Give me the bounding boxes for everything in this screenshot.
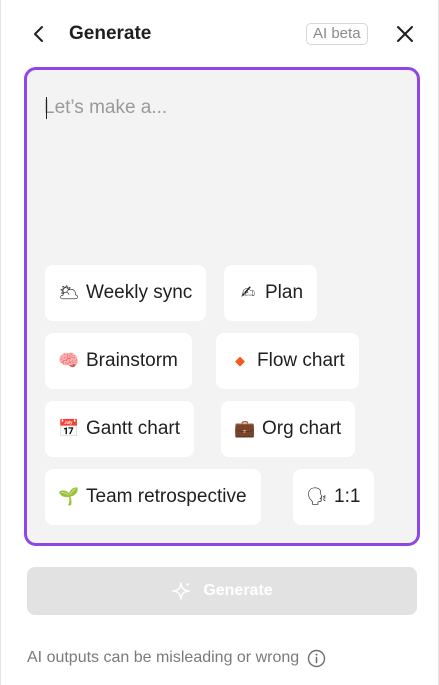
disclaimer: AI outputs can be misleading or wrong [27,646,326,670]
disclaimer-text: AI outputs can be misleading or wrong [27,649,300,666]
panel-header: Generate AI beta [1,14,439,54]
template-chip-weekly-sync[interactable]: 🌥 Weekly sync [45,265,207,321]
chevron-left-icon [34,26,43,42]
template-chip-flow-chart[interactable]: ◆ Flow chart [216,333,359,389]
sparkle-icon [171,581,191,601]
template-chip-team-retrospective[interactable]: 🌱 Team retrospective [45,469,261,525]
cloud-sun-icon: 🌥 [58,283,80,302]
generate-button[interactable]: Generate [27,567,417,615]
back-button[interactable] [27,22,51,46]
seedling-icon: 🌱 [58,487,80,506]
page-title: Generate [69,23,152,44]
template-chip-brainstorm[interactable]: 🧠 Brainstorm [45,333,192,389]
prompt-box: 🌥 Weekly sync ✍ Plan 🧠 Brainstorm ◆ Flow… [24,67,420,546]
template-chip-label: Team retrospective [86,486,247,507]
writing-hand-icon: ✍ [240,283,256,302]
close-icon [397,26,413,42]
close-button[interactable] [393,22,417,46]
calendar-icon: 📅 [58,419,80,438]
briefcase-icon: 💼 [234,419,256,438]
generate-button-label: Generate [203,582,273,599]
template-chip-one-on-one[interactable]: 🗣 1:1 [293,469,375,525]
brain-icon: 🧠 [58,351,80,370]
template-chip-label: Flow chart [257,350,345,371]
template-chip-label: Plan [265,282,304,303]
template-chip-label: Org chart [262,418,342,439]
speaking-head-icon: 🗣 [306,487,328,506]
template-chip-label: Gantt chart [86,418,180,439]
template-chip-label: Weekly sync [86,282,193,303]
prompt-input[interactable] [44,92,394,124]
info-icon[interactable] [307,649,326,668]
ai-beta-badge: AI beta [306,23,368,45]
template-chip-org-chart[interactable]: 💼 Org chart [221,401,356,457]
orange-diamond-icon: ◆ [235,353,245,368]
text-caret [46,97,47,119]
template-chip-plan[interactable]: ✍ Plan [224,265,318,321]
template-chip-gantt-chart[interactable]: 📅 Gantt chart [45,401,194,457]
template-chip-label: 1:1 [334,486,361,507]
template-chip-label: Brainstorm [86,350,178,371]
